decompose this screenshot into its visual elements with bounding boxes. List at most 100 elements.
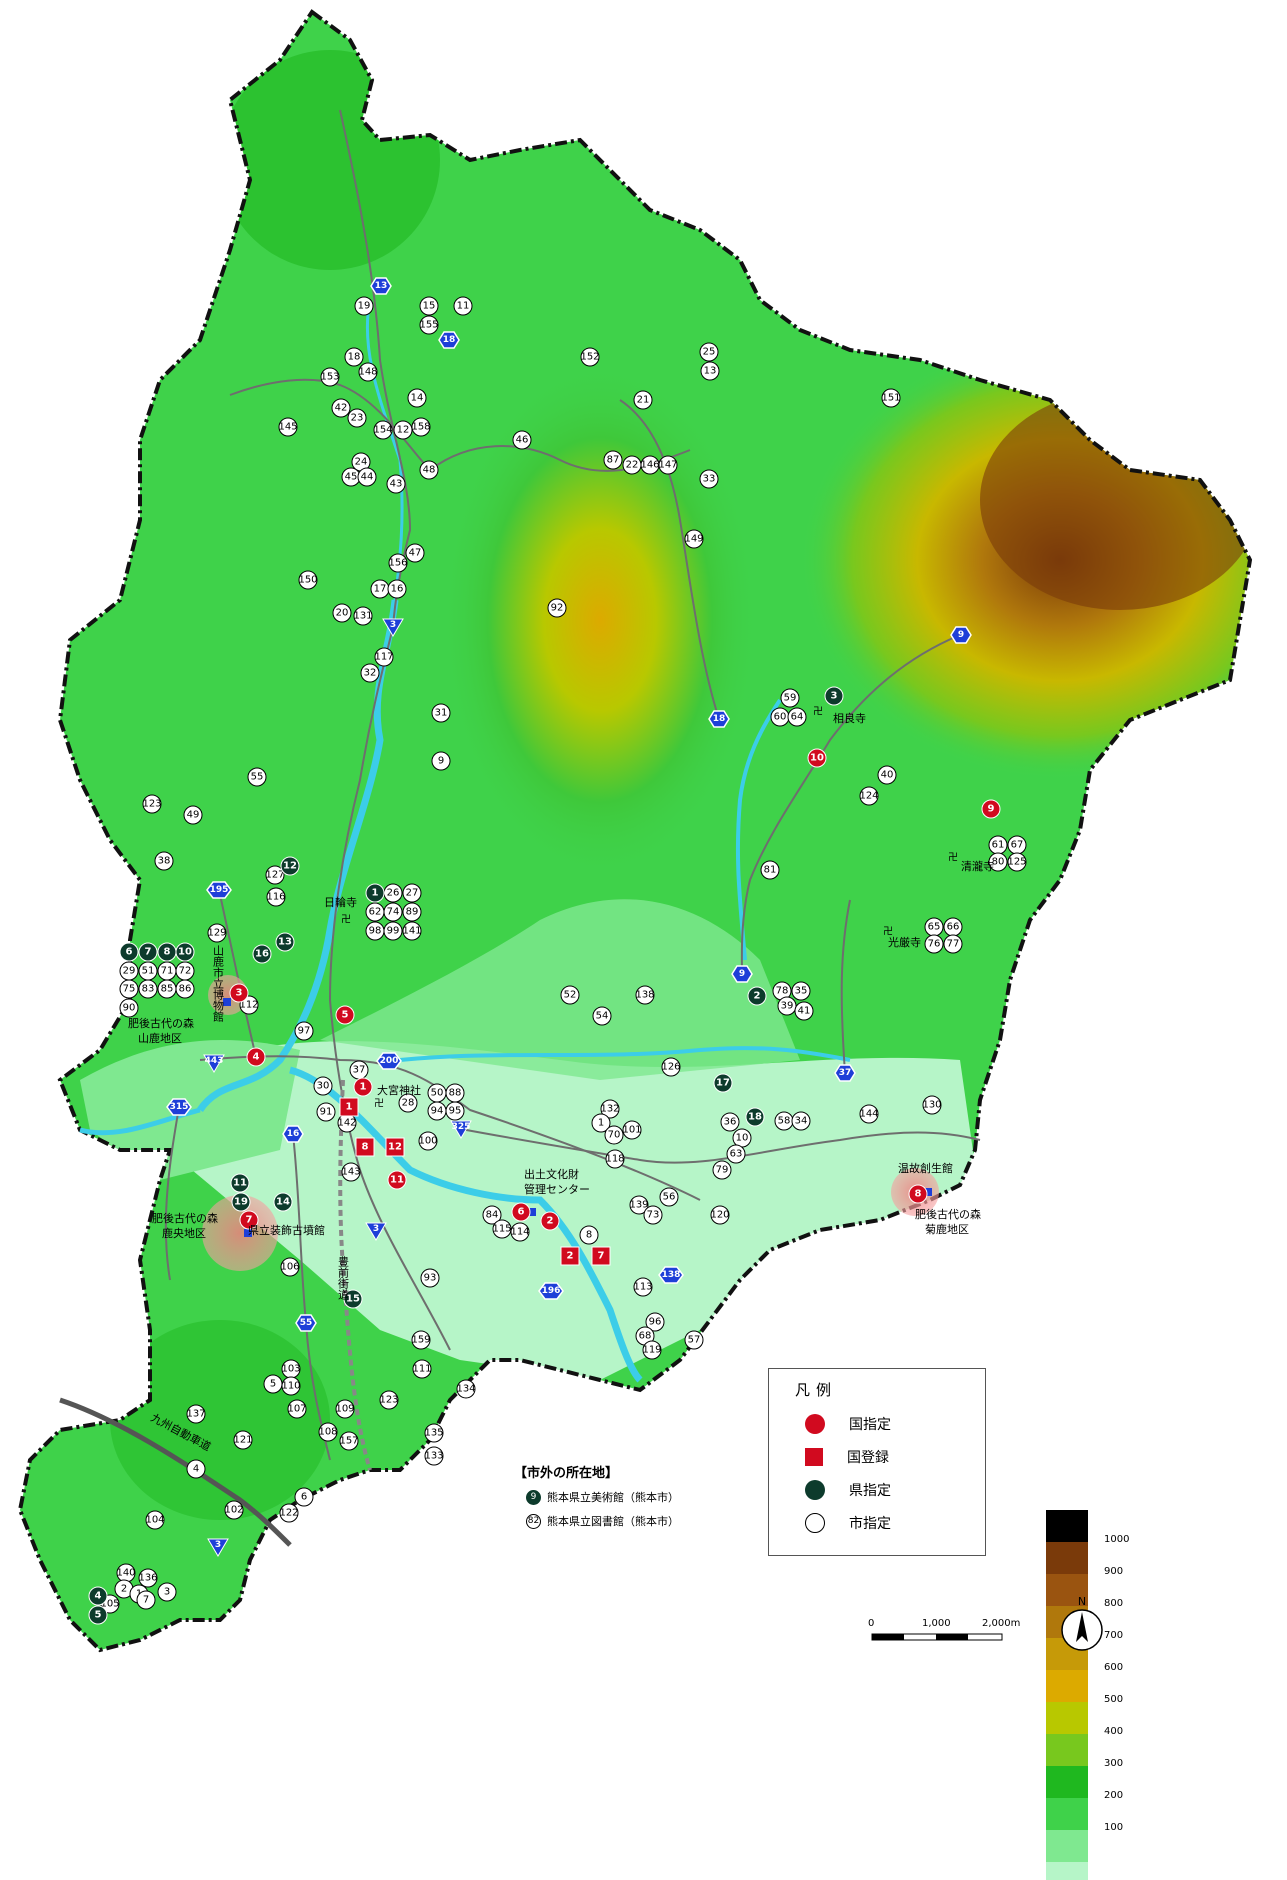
city-site[interactable]: 114 xyxy=(510,1222,530,1242)
prefectural-site[interactable]: 3 xyxy=(824,686,844,706)
prefectural-site[interactable]: 14 xyxy=(273,1192,293,1212)
city-site[interactable]: 15 xyxy=(419,296,439,316)
city-site[interactable]: 36 xyxy=(720,1112,740,1132)
city-site[interactable]: 65 xyxy=(924,917,944,937)
city-site[interactable]: 45 xyxy=(341,467,361,487)
city-site[interactable]: 109 xyxy=(335,1399,355,1419)
city-site[interactable]: 145 xyxy=(278,417,298,437)
prefectural-site[interactable]: 19 xyxy=(231,1192,251,1212)
city-site[interactable]: 8 xyxy=(579,1225,599,1245)
city-site[interactable]: 1 xyxy=(591,1113,611,1133)
city-site[interactable]: 141 xyxy=(402,921,422,941)
city-site[interactable]: 122 xyxy=(279,1503,299,1523)
national-site[interactable]: 3 xyxy=(229,983,249,1003)
city-site[interactable]: 10 xyxy=(732,1128,752,1148)
city-site[interactable]: 127 xyxy=(265,865,285,885)
prefectural-site[interactable]: 17 xyxy=(713,1073,733,1093)
city-site[interactable]: 150 xyxy=(298,570,318,590)
city-site[interactable]: 136 xyxy=(138,1568,158,1588)
city-site[interactable]: 11 xyxy=(453,296,473,316)
city-site[interactable]: 106 xyxy=(280,1257,300,1277)
city-site[interactable]: 54 xyxy=(592,1006,612,1026)
city-site[interactable]: 92 xyxy=(547,598,567,618)
city-site[interactable]: 104 xyxy=(145,1510,165,1530)
city-site[interactable]: 22 xyxy=(622,455,642,475)
city-site[interactable]: 51 xyxy=(138,961,158,981)
city-site[interactable]: 144 xyxy=(859,1104,879,1124)
city-site[interactable]: 98 xyxy=(365,921,385,941)
prefectural-site[interactable]: 1 xyxy=(365,883,385,903)
city-site[interactable]: 146 xyxy=(640,455,660,475)
city-site[interactable]: 155 xyxy=(419,315,439,335)
prefectural-site[interactable]: 5 xyxy=(88,1605,108,1625)
city-site[interactable]: 123 xyxy=(379,1390,399,1410)
city-site[interactable]: 28 xyxy=(398,1093,418,1113)
prefectural-site[interactable]: 8 xyxy=(157,942,177,962)
city-site[interactable]: 85 xyxy=(157,979,177,999)
city-site[interactable]: 103 xyxy=(281,1359,301,1379)
city-site[interactable]: 119 xyxy=(642,1340,662,1360)
city-site[interactable]: 23 xyxy=(347,408,367,428)
registered-site[interactable]: 12 xyxy=(385,1137,405,1157)
city-site[interactable]: 47 xyxy=(405,543,425,563)
national-site[interactable]: 1 xyxy=(353,1077,373,1097)
registered-site[interactable]: 8 xyxy=(355,1137,375,1157)
city-site[interactable]: 38 xyxy=(154,851,174,871)
city-site[interactable]: 95 xyxy=(445,1101,465,1121)
city-site[interactable]: 152 xyxy=(580,347,600,367)
prefectural-site[interactable]: 7 xyxy=(138,942,158,962)
city-site[interactable]: 93 xyxy=(420,1268,440,1288)
city-site[interactable]: 59 xyxy=(780,688,800,708)
city-site[interactable]: 61 xyxy=(988,835,1008,855)
city-site[interactable]: 143 xyxy=(341,1162,361,1182)
city-site[interactable]: 100 xyxy=(418,1131,438,1151)
prefectural-site[interactable]: 13 xyxy=(275,932,295,952)
city-site[interactable]: 3 xyxy=(157,1582,177,1602)
city-site[interactable]: 125 xyxy=(1007,852,1027,872)
city-site[interactable]: 17 xyxy=(370,579,390,599)
city-site[interactable]: 117 xyxy=(374,647,394,667)
city-site[interactable]: 94 xyxy=(427,1101,447,1121)
city-site[interactable]: 16 xyxy=(387,579,407,599)
city-site[interactable]: 91 xyxy=(316,1102,336,1122)
prefectural-site[interactable]: 4 xyxy=(88,1586,108,1606)
city-site[interactable]: 135 xyxy=(424,1423,444,1443)
city-site[interactable]: 31 xyxy=(431,703,451,723)
city-site[interactable]: 14 xyxy=(407,388,427,408)
city-site[interactable]: 96 xyxy=(645,1312,665,1332)
city-site[interactable]: 80 xyxy=(988,852,1008,872)
city-site[interactable]: 63 xyxy=(726,1144,746,1164)
city-site[interactable]: 84 xyxy=(482,1205,502,1225)
city-site[interactable]: 46 xyxy=(512,430,532,450)
city-site[interactable]: 76 xyxy=(924,934,944,954)
city-site[interactable]: 25 xyxy=(699,342,719,362)
city-site[interactable]: 154 xyxy=(373,420,393,440)
city-site[interactable]: 86 xyxy=(175,979,195,999)
city-site[interactable]: 52 xyxy=(560,985,580,1005)
city-site[interactable]: 49 xyxy=(183,805,203,825)
city-site[interactable]: 81 xyxy=(760,860,780,880)
city-site[interactable]: 116 xyxy=(266,887,286,907)
city-site[interactable]: 20 xyxy=(332,603,352,623)
city-site[interactable]: 34 xyxy=(791,1111,811,1131)
city-site[interactable]: 126 xyxy=(661,1057,681,1077)
prefectural-site[interactable]: 2 xyxy=(747,986,767,1006)
city-site[interactable]: 132 xyxy=(600,1099,620,1119)
city-site[interactable]: 29 xyxy=(119,961,139,981)
city-site[interactable]: 99 xyxy=(383,921,403,941)
national-site[interactable]: 10 xyxy=(807,748,827,768)
city-site[interactable]: 43 xyxy=(386,474,406,494)
city-site[interactable]: 66 xyxy=(943,917,963,937)
national-site[interactable]: 2 xyxy=(540,1211,560,1231)
city-site[interactable]: 156 xyxy=(388,553,408,573)
city-site[interactable]: 88 xyxy=(445,1083,465,1103)
city-site[interactable]: 62 xyxy=(365,902,385,922)
city-site[interactable]: 33 xyxy=(699,469,719,489)
city-site[interactable]: 57 xyxy=(684,1330,704,1350)
city-site[interactable]: 21 xyxy=(633,390,653,410)
city-site[interactable]: 12 xyxy=(393,420,413,440)
city-site[interactable]: 87 xyxy=(603,450,623,470)
national-site[interactable]: 8 xyxy=(908,1184,928,1204)
city-site[interactable]: 123 xyxy=(142,794,162,814)
city-site[interactable]: 9 xyxy=(431,751,451,771)
